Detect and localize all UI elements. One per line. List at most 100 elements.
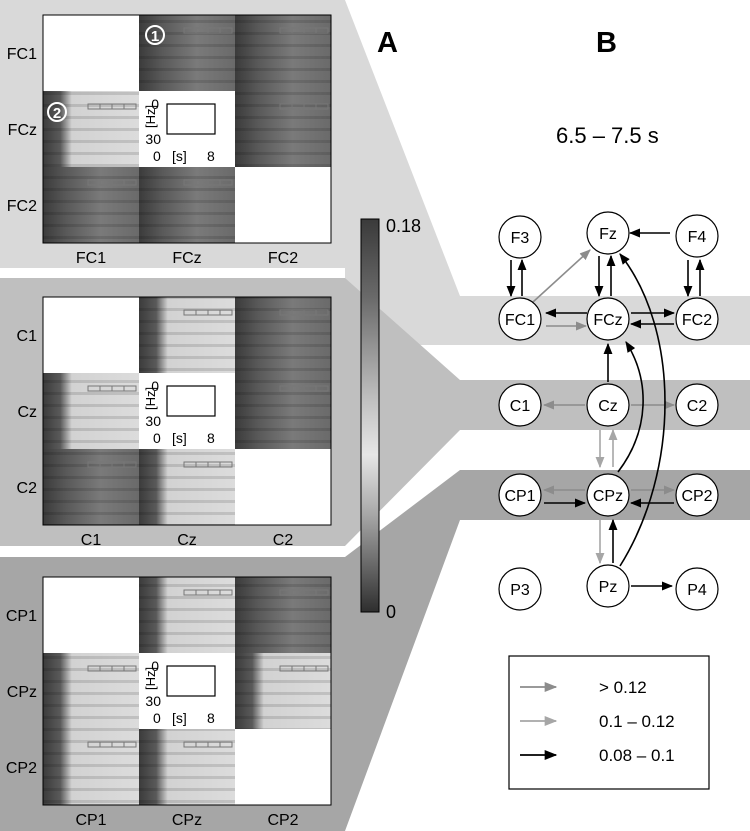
- legend-label-1: > 0.12: [599, 678, 647, 697]
- inset-hz-label: [Hz]: [143, 387, 158, 410]
- tf-texture: [235, 373, 331, 449]
- panel-a-label: A: [377, 27, 398, 59]
- tf-texture: [139, 577, 235, 653]
- inset-y-bottom: 30: [145, 413, 161, 429]
- node-cz: Cz: [586, 383, 630, 427]
- col-label-c2: C2: [273, 532, 294, 549]
- inset-box: [166, 103, 216, 135]
- tf-cell-fc1-fc1: [43, 15, 139, 91]
- window-box: [123, 665, 137, 672]
- inset-box: [166, 665, 216, 697]
- legend-box: [508, 655, 710, 790]
- node-cp1: CP1: [498, 473, 542, 517]
- inset-x-left: 0: [153, 148, 161, 164]
- marker-2: 2: [47, 102, 67, 122]
- node-label: FC2: [682, 312, 712, 329]
- row-label-cpz: CPz: [7, 684, 37, 701]
- window-box: [123, 741, 137, 748]
- node-label: P4: [687, 582, 707, 599]
- tf-cell-fc2-fc2: [235, 167, 331, 243]
- window-box: [315, 589, 329, 596]
- node-label: FCz: [593, 312, 622, 329]
- tf-texture: [43, 373, 139, 449]
- inset-x-right: 8: [207, 148, 215, 164]
- inset-x-right: 8: [207, 710, 215, 726]
- row-label-fc1: FC1: [7, 46, 37, 63]
- col-label-cp1: CP1: [75, 812, 106, 829]
- window-box: [315, 385, 329, 392]
- tf-texture: [43, 729, 139, 805]
- node-p4: P4: [675, 567, 719, 611]
- legend-label-2: 0.1 – 0.12: [599, 712, 675, 731]
- window-box: [315, 665, 329, 672]
- row-label-cz: Cz: [17, 404, 37, 421]
- node-pz: Pz: [586, 564, 630, 608]
- node-cpz: CPz: [586, 473, 630, 517]
- matrix-frame: [42, 576, 332, 806]
- window-box: [123, 179, 137, 186]
- time-window-title: 6.5 – 7.5 s: [556, 123, 659, 148]
- node-label: P3: [510, 582, 530, 599]
- tf-texture: [235, 653, 331, 729]
- window-box: [123, 103, 137, 110]
- inset-y-bottom: 30: [145, 131, 161, 147]
- colorbar-max-label: 0.18: [386, 216, 421, 236]
- tf-texture: [235, 577, 331, 653]
- node-label: F3: [511, 230, 530, 247]
- inset-y-top: 0: [151, 96, 159, 112]
- inset-box: [166, 385, 216, 417]
- inset-y-bottom: 30: [145, 693, 161, 709]
- node-fc2: FC2: [675, 297, 719, 341]
- legend-label-3: 0.08 – 0.1: [599, 746, 675, 765]
- node-label: Pz: [599, 579, 618, 596]
- node-label: FC1: [505, 312, 535, 329]
- window-box: [219, 741, 233, 748]
- panel-b-label: B: [596, 27, 617, 59]
- node-fc1: FC1: [498, 297, 542, 341]
- row-label-fcz: FCz: [8, 122, 37, 139]
- inset-y-top: 0: [151, 378, 159, 394]
- node-cp2: CP2: [675, 473, 719, 517]
- node-label: C1: [510, 398, 531, 415]
- arrow-fc1-fz: [532, 249, 591, 303]
- window-box: [315, 103, 329, 110]
- matrix-frame: [42, 14, 332, 244]
- row-label-fc2: FC2: [7, 198, 37, 215]
- tf-cell-c2-c2: [235, 449, 331, 525]
- window-box: [219, 179, 233, 186]
- col-label-fc1: FC1: [76, 250, 106, 267]
- window-box: [219, 309, 233, 316]
- row-label-cp2: CP2: [6, 760, 37, 777]
- node-label: CPz: [593, 488, 623, 505]
- tf-texture: [235, 15, 331, 91]
- col-label-c1: C1: [81, 532, 102, 549]
- node-label: F4: [688, 229, 707, 246]
- node-label: CP2: [681, 488, 712, 505]
- svg-text:2: 2: [53, 105, 61, 122]
- col-label-cz: Cz: [177, 532, 197, 549]
- arrow-cpz-fcz: [617, 341, 644, 473]
- window-box: [315, 309, 329, 316]
- window-box: [219, 27, 233, 34]
- col-label-fc2: FC2: [268, 250, 298, 267]
- tf-cell-cp1-cp1: [43, 577, 139, 653]
- node-c2: C2: [675, 383, 719, 427]
- tf-texture: [139, 449, 235, 525]
- tf-cell-c1-c1: [43, 297, 139, 373]
- node-f4: F4: [675, 214, 719, 258]
- inset-s-label: [s]: [172, 148, 187, 164]
- inset-x-left: 0: [153, 430, 161, 446]
- arrow-pz-fz: [619, 253, 666, 567]
- svg-text:1: 1: [151, 28, 159, 45]
- tf-texture: [43, 167, 139, 243]
- inset-s-label: [s]: [172, 710, 187, 726]
- node-c1: C1: [498, 383, 542, 427]
- inset-x-left: 0: [153, 710, 161, 726]
- col-label-cpz: CPz: [172, 812, 202, 829]
- node-label: Fz: [599, 226, 617, 243]
